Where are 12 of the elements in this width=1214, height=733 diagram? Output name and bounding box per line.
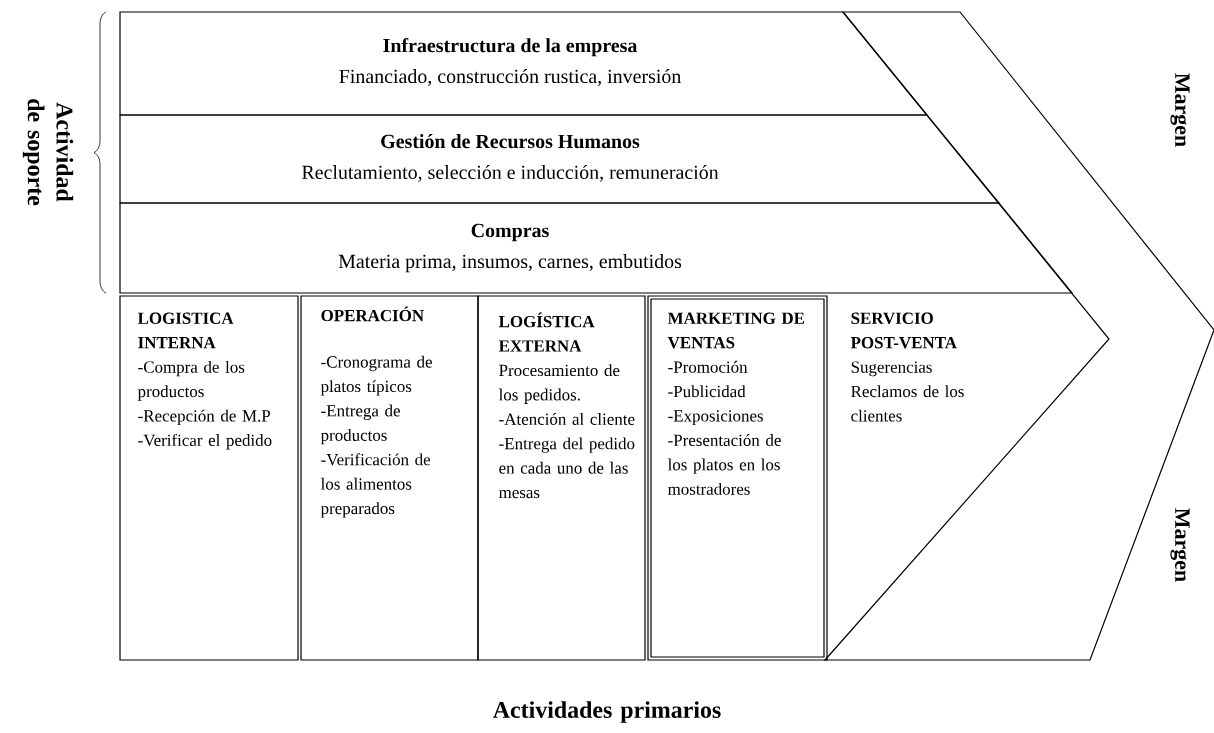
activity-area: SERVICIO POST-VENTA Sugerencias Reclamos de los clientes <box>850 312 964 422</box>
support-band: Gestión de Recursos Humanos Reclutamiento, selección e inducción, remuneración <box>119 114 1001 204</box>
activity-box: LOGISTICA INTERNA -Compra de los productos -Recepción de M.P -Verificar el pedido <box>119 295 299 661</box>
axis-title: Actividades primarios <box>493 701 721 723</box>
activity-box: LOGÍSTICA EXTERNA Procesamiento de los pedidos. -Atención al cliente -Entrega del pedido en cada uno de las mesas <box>477 295 646 661</box>
activity-box: MARKETING DE VENTAS -Promoción -Publicidad -Exposiciones -Presentación de los platos en los mostradores <box>647 295 828 661</box>
label-text: Actividad de soporte <box>22 99 74 206</box>
margin-label: Margen <box>1170 508 1190 582</box>
support-band: Compras Materia prima, insumos, carnes, embutidos <box>119 202 1074 294</box>
support-band: Infraestructura de la empresa Financiado, construcción rustica, inversión <box>119 11 929 116</box>
margin-label: Margen <box>1170 73 1190 147</box>
activity-box: OPERACIÓN -Cronograma de platos típicos -Entrega de productos -Verificación de los alimentos preparados <box>300 295 479 661</box>
